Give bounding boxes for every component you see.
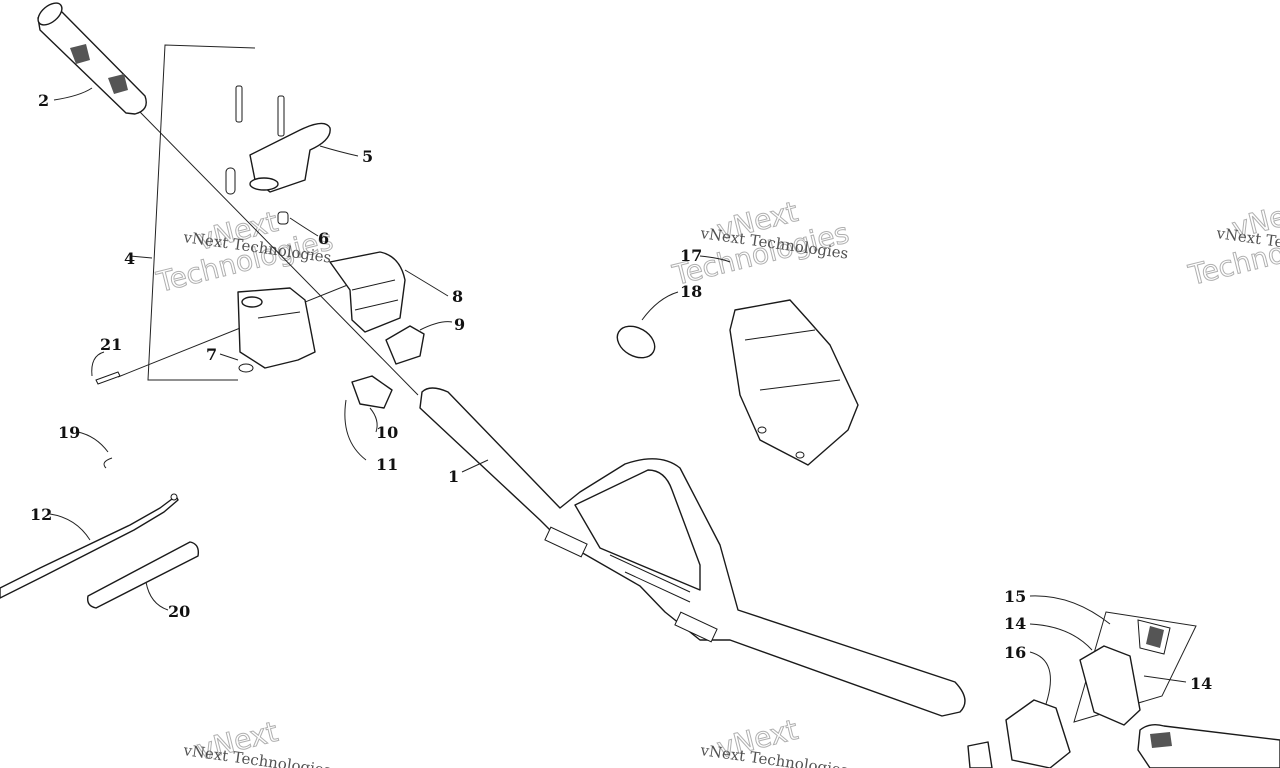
watermark-top-center: vNext Technologies vNext Technologies: [668, 194, 852, 292]
assembly-bracket: [147, 44, 256, 381]
callout-15: 15: [1004, 587, 1026, 606]
callout-14-top: 14: [1004, 614, 1026, 633]
callout-1: 1: [448, 467, 459, 486]
callout-8: 8: [452, 287, 463, 306]
callout-18: 18: [680, 282, 702, 301]
right-grip-part: [1137, 723, 1280, 768]
screw-part-21: [95, 371, 121, 385]
callout-20: 20: [168, 602, 190, 621]
clamp-part-17: [729, 299, 859, 466]
throttle-lever-part: [225, 85, 331, 195]
callout-17: 17: [680, 246, 702, 265]
watermark-bottom-center: vNext vNext Technologies: [698, 712, 849, 768]
housing-cover-part: [329, 251, 406, 333]
callout-6: 6: [318, 229, 329, 248]
callout-2: 2: [38, 91, 49, 110]
tube-part-20: [86, 541, 200, 609]
callout-5: 5: [362, 147, 373, 166]
clip-part-9: [385, 325, 425, 365]
grip-part: [37, 2, 147, 115]
callout-21: 21: [100, 335, 122, 354]
housing-base-part: [237, 287, 316, 373]
small-part-6: [277, 211, 289, 225]
guide-line: [139, 111, 419, 396]
snap-ring-part-18: [616, 325, 656, 359]
watermark-top-left: vNext Technologies vNext Technologies: [152, 204, 336, 299]
callout-10: 10: [376, 423, 398, 442]
callout-7: 7: [206, 345, 217, 364]
switch-part-10: [351, 375, 393, 409]
cable-part-12: [0, 493, 179, 599]
watermark-bottom-left: vNext vNext Technologies: [181, 714, 332, 768]
callout-4: 4: [124, 249, 135, 268]
callout-9: 9: [454, 315, 465, 334]
handlebar-part: [419, 387, 966, 717]
callout-11: 11: [376, 455, 398, 474]
end-cap-part: [967, 741, 993, 768]
watermark-top-right: vNext Technologies vNext Technologies: [1184, 192, 1280, 292]
bracket-part-16: [1005, 699, 1071, 768]
callout-12: 12: [30, 505, 52, 524]
callout-19: 19: [58, 423, 80, 442]
callout-16: 16: [1004, 643, 1026, 662]
callout-14-right: 14: [1190, 674, 1212, 693]
clip-part-19: [103, 457, 113, 469]
switch-housing-part-14: [1073, 611, 1197, 726]
